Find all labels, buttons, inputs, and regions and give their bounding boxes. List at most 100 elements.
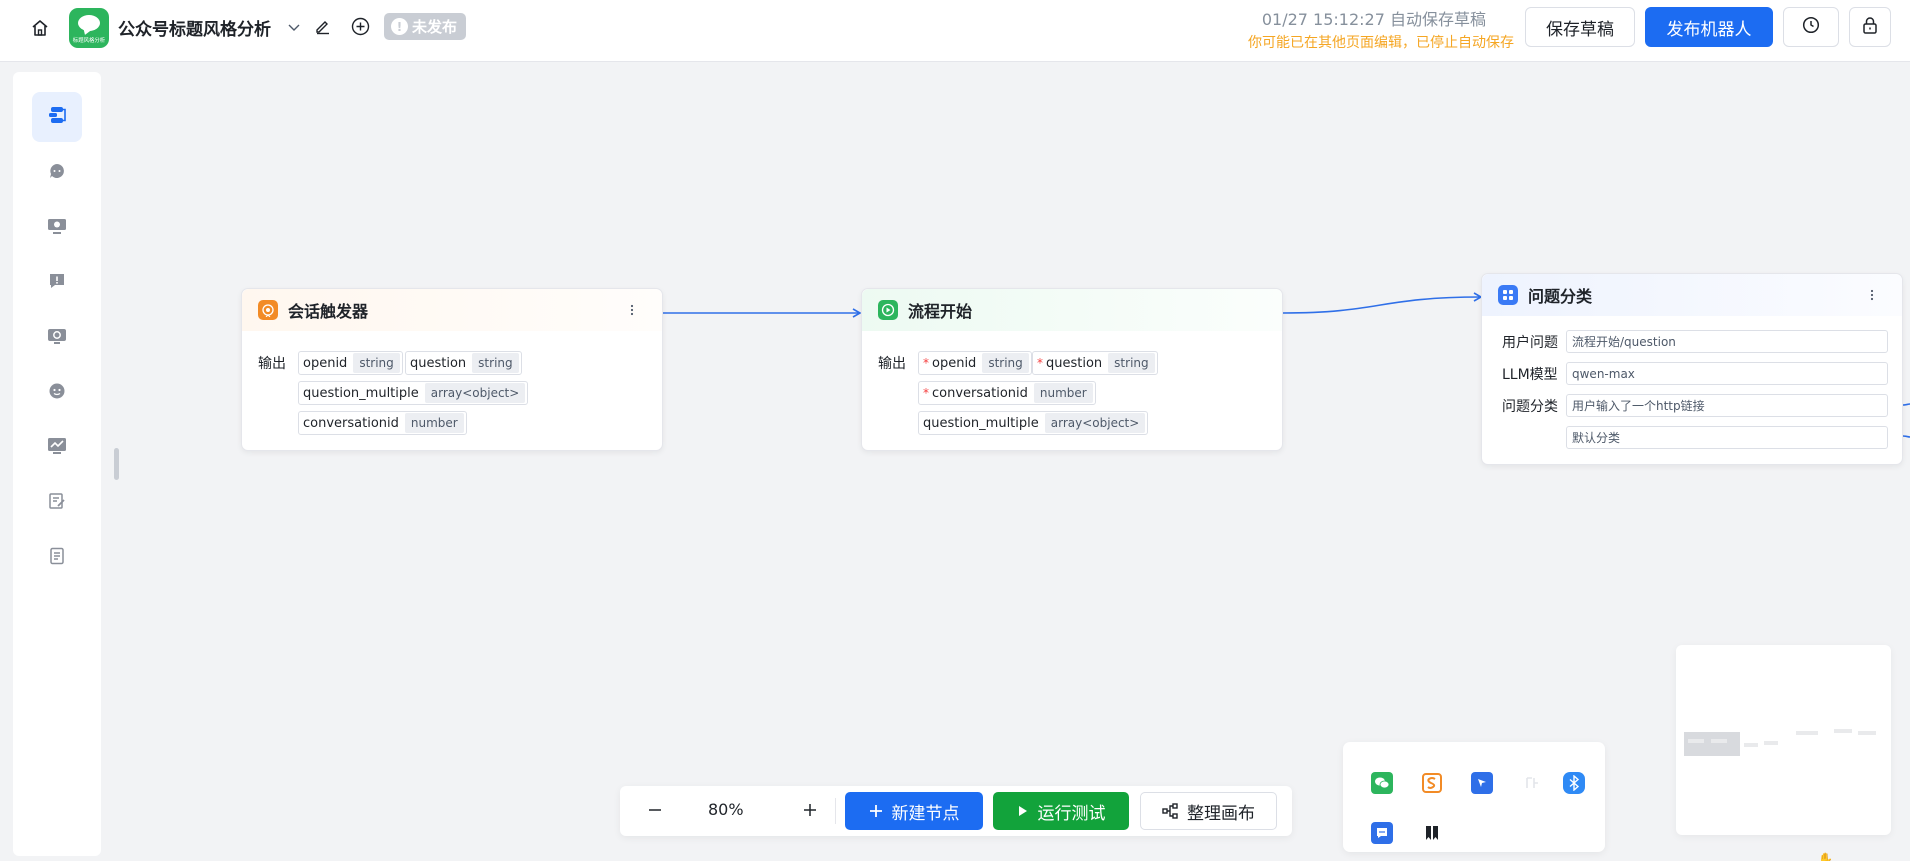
canvas-toolbar: 80% 新建节点 运行测试 整理画布: [620, 786, 1292, 836]
app-logo: 标题风格分析: [69, 8, 109, 48]
output-label: 输出: [258, 356, 286, 372]
node-header: 问题分类: [1482, 274, 1902, 316]
minimap-node: [1744, 743, 1758, 747]
run-test-label: 运行测试: [1037, 803, 1106, 824]
node-header: 流程开始: [862, 289, 1282, 331]
node-header: 会话触发器: [242, 289, 662, 331]
chevron-down-icon[interactable]: [284, 17, 304, 37]
chat-bubble-icon: [78, 14, 100, 31]
output-tag: question_multiple array<object>: [298, 381, 529, 405]
sidebar-item-editor[interactable]: [32, 478, 82, 528]
output-name: conversationid: [303, 415, 399, 431]
bluetooth-icon[interactable]: [1563, 772, 1585, 794]
required-mark: *: [923, 356, 929, 370]
minimap-node: [1711, 739, 1727, 743]
output-tag: openid string: [298, 351, 403, 375]
output-tag: question_multiple array<object>: [918, 411, 1149, 435]
plus-icon: [869, 804, 883, 818]
monitor-icon: [47, 217, 67, 239]
publish-button[interactable]: 发布机器人: [1645, 7, 1773, 47]
new-node-button[interactable]: 新建节点: [845, 792, 983, 830]
zoom-in-button[interactable]: [795, 796, 825, 826]
lock-button[interactable]: [1849, 7, 1891, 47]
arrange-canvas-button[interactable]: 整理画布: [1140, 792, 1277, 830]
minimap-viewport[interactable]: [1684, 732, 1740, 756]
node-flow-start[interactable]: 流程开始 输出 * openid string * question strin…: [861, 288, 1283, 451]
autosave-warning: 你可能已在其他页面编辑，已停止自动保存: [1248, 35, 1514, 51]
home-icon[interactable]: [26, 14, 54, 42]
feishu-icon[interactable]: [1471, 772, 1493, 794]
node-title: 流程开始: [908, 302, 973, 321]
output-tag: conversationid number: [298, 411, 467, 435]
sidebar-item-analytics[interactable]: [32, 423, 82, 473]
history-button[interactable]: [1783, 7, 1839, 47]
output-type: string: [982, 353, 1029, 373]
save-draft-button[interactable]: 保存草稿: [1525, 7, 1635, 47]
llm-model-field[interactable]: qwen-max: [1566, 362, 1888, 385]
output-name: question_multiple: [303, 385, 419, 401]
play-icon: [1017, 804, 1029, 818]
output-tag: * openid string: [918, 351, 1032, 375]
user-question-label: 用户问题: [1502, 335, 1558, 351]
llm-model-label: LLM模型: [1502, 367, 1558, 383]
add-circle-icon[interactable]: [349, 15, 371, 37]
sidebar-item-alert[interactable]: [32, 258, 82, 308]
zoom-out-button[interactable]: [640, 796, 670, 826]
run-test-button[interactable]: 运行测试: [993, 792, 1129, 830]
sidebar-item-chat[interactable]: [32, 148, 82, 198]
minimap-node: [1764, 741, 1778, 745]
category-field[interactable]: 默认分类: [1566, 426, 1888, 449]
minimap-node: [1834, 729, 1852, 733]
output-name: openid: [303, 355, 348, 371]
output-name: question_multiple: [923, 415, 1039, 431]
user-question-field[interactable]: 流程开始/question: [1566, 330, 1888, 353]
node-question-classify[interactable]: 问题分类 用户问题 流程开始/question LLM模型 qwen-max 问…: [1481, 273, 1903, 465]
logo-text: 标题风格分析: [72, 36, 106, 44]
minimap-node: [1858, 731, 1876, 735]
more-menu-icon[interactable]: [1864, 287, 1880, 303]
output-name: question: [1046, 355, 1103, 371]
plus-icon: [803, 802, 817, 821]
sidebar-item-docs[interactable]: [32, 533, 82, 583]
autosave-time: 01/27 15:12:27 自动保存草稿: [1261, 10, 1486, 29]
more-menu-icon[interactable]: [624, 302, 640, 318]
wechat-icon[interactable]: [1371, 772, 1393, 794]
edit-icon[interactable]: [312, 15, 334, 37]
message-icon[interactable]: [1371, 822, 1393, 844]
sidebar-item-workflow[interactable]: [32, 92, 82, 142]
minimap-node: [1688, 739, 1704, 743]
output-type: string: [472, 353, 519, 373]
chat-bubble-icon: [48, 162, 66, 184]
edit-doc-icon: [48, 492, 66, 514]
output-tag: question string: [405, 351, 522, 375]
required-mark: *: [1037, 356, 1043, 370]
sidebar-item-bot[interactable]: [32, 368, 82, 418]
sidebar-resize-handle[interactable]: [114, 448, 119, 480]
channel-panel: [1343, 742, 1605, 852]
sidebar-item-monitor[interactable]: [32, 203, 82, 253]
faded-channel-icon[interactable]: [1521, 772, 1543, 794]
output-tag: * question string: [1032, 351, 1158, 375]
grid-icon: [1498, 285, 1518, 305]
trigger-icon: [258, 300, 278, 320]
workflow-icon: [46, 104, 68, 130]
node-title: 会话触发器: [288, 302, 369, 321]
sidebar: [13, 72, 101, 856]
node-title: 问题分类: [1528, 287, 1593, 306]
output-type: string: [1108, 353, 1155, 373]
node-session-trigger[interactable]: 会话触发器 输出 openid string question string q…: [241, 288, 663, 451]
sogou-icon[interactable]: [1421, 772, 1443, 794]
category-field[interactable]: 用户输入了一个http链接: [1566, 394, 1888, 417]
output-name: question: [410, 355, 467, 371]
minimap-node: [1796, 731, 1818, 735]
bookmark-icon[interactable]: [1421, 822, 1443, 844]
output-tag: * conversationid number: [918, 381, 1096, 405]
layout-tree-icon: [1162, 803, 1178, 819]
output-name: conversationid: [932, 385, 1028, 401]
clock-icon: [1802, 16, 1820, 39]
hand-cursor-icon: ✋: [1818, 852, 1833, 861]
sidebar-item-screen[interactable]: [32, 313, 82, 363]
document-icon: [49, 547, 65, 569]
minimap[interactable]: [1676, 645, 1891, 835]
play-icon: [878, 300, 898, 320]
